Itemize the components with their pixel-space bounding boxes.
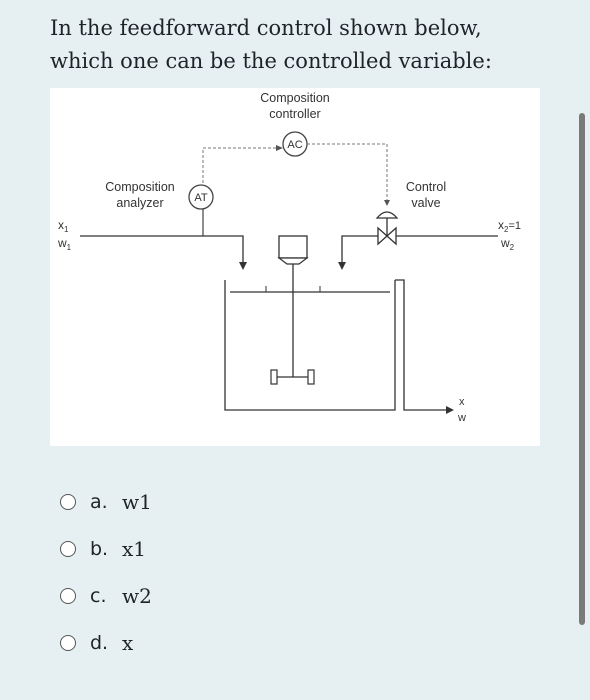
- option-d[interactable]: d. x: [60, 619, 152, 666]
- option-b-letter: b.: [90, 537, 109, 560]
- option-b[interactable]: b. x1: [60, 525, 152, 572]
- inlet2-arrow: [338, 262, 346, 270]
- composition-analyzer-label-1: Composition: [105, 180, 175, 194]
- process-diagram: Composition controller AC Composition an…: [50, 88, 540, 446]
- option-d-text: x: [122, 630, 134, 655]
- option-c-text: w2: [122, 583, 152, 608]
- radio-b[interactable]: [60, 540, 76, 557]
- inlet2-x-label: x2=1: [498, 218, 521, 234]
- radio-c[interactable]: [60, 587, 76, 604]
- outlet-x-label: x: [459, 396, 465, 408]
- valve-signal-arrow: [384, 200, 390, 206]
- question-text: In the feedforward control shown below, …: [50, 16, 492, 73]
- motor-base: [277, 257, 309, 265]
- liquid-level-marks: [265, 286, 321, 292]
- radio-a[interactable]: [60, 493, 76, 510]
- control-valve-label-2: valve: [411, 196, 440, 210]
- impeller-blade-right: [307, 369, 315, 385]
- at-transmitter-circle: [188, 184, 214, 210]
- inlet1-x-label: x1: [58, 218, 69, 234]
- option-c-letter: c.: [90, 584, 107, 607]
- ac-label: AC: [287, 139, 302, 151]
- at-label: AT: [194, 192, 208, 204]
- answer-options: a. w1 b. x1 c. w2 d. x: [60, 478, 152, 666]
- signal-arrow-head: [276, 145, 283, 151]
- composition-controller-label-1: Composition: [260, 91, 330, 105]
- option-c[interactable]: c. w2: [60, 572, 152, 619]
- signal-lines: [202, 143, 388, 203]
- option-a[interactable]: a. w1: [60, 478, 152, 525]
- option-b-text: x1: [122, 536, 147, 561]
- impeller-blade-left: [270, 369, 278, 385]
- scrollbar[interactable]: [579, 113, 585, 625]
- control-valve-icon: [375, 211, 399, 246]
- process-piping: [80, 235, 498, 411]
- outlet-w-label: w: [457, 412, 466, 424]
- option-a-letter: a.: [90, 490, 108, 513]
- control-valve-label-1: Control: [406, 180, 446, 194]
- inlet1-w-label: w1: [57, 236, 72, 252]
- option-a-text: w1: [122, 489, 152, 514]
- inlet1-arrow: [239, 262, 247, 270]
- option-d-letter: d.: [90, 631, 109, 654]
- radio-d[interactable]: [60, 634, 76, 651]
- agitator-motor: [278, 235, 308, 259]
- composition-analyzer-label-2: analyzer: [116, 196, 163, 210]
- composition-controller-label-2: controller: [269, 107, 320, 121]
- outlet-arrow: [446, 406, 454, 414]
- inlet2-w-label: w2: [500, 236, 515, 252]
